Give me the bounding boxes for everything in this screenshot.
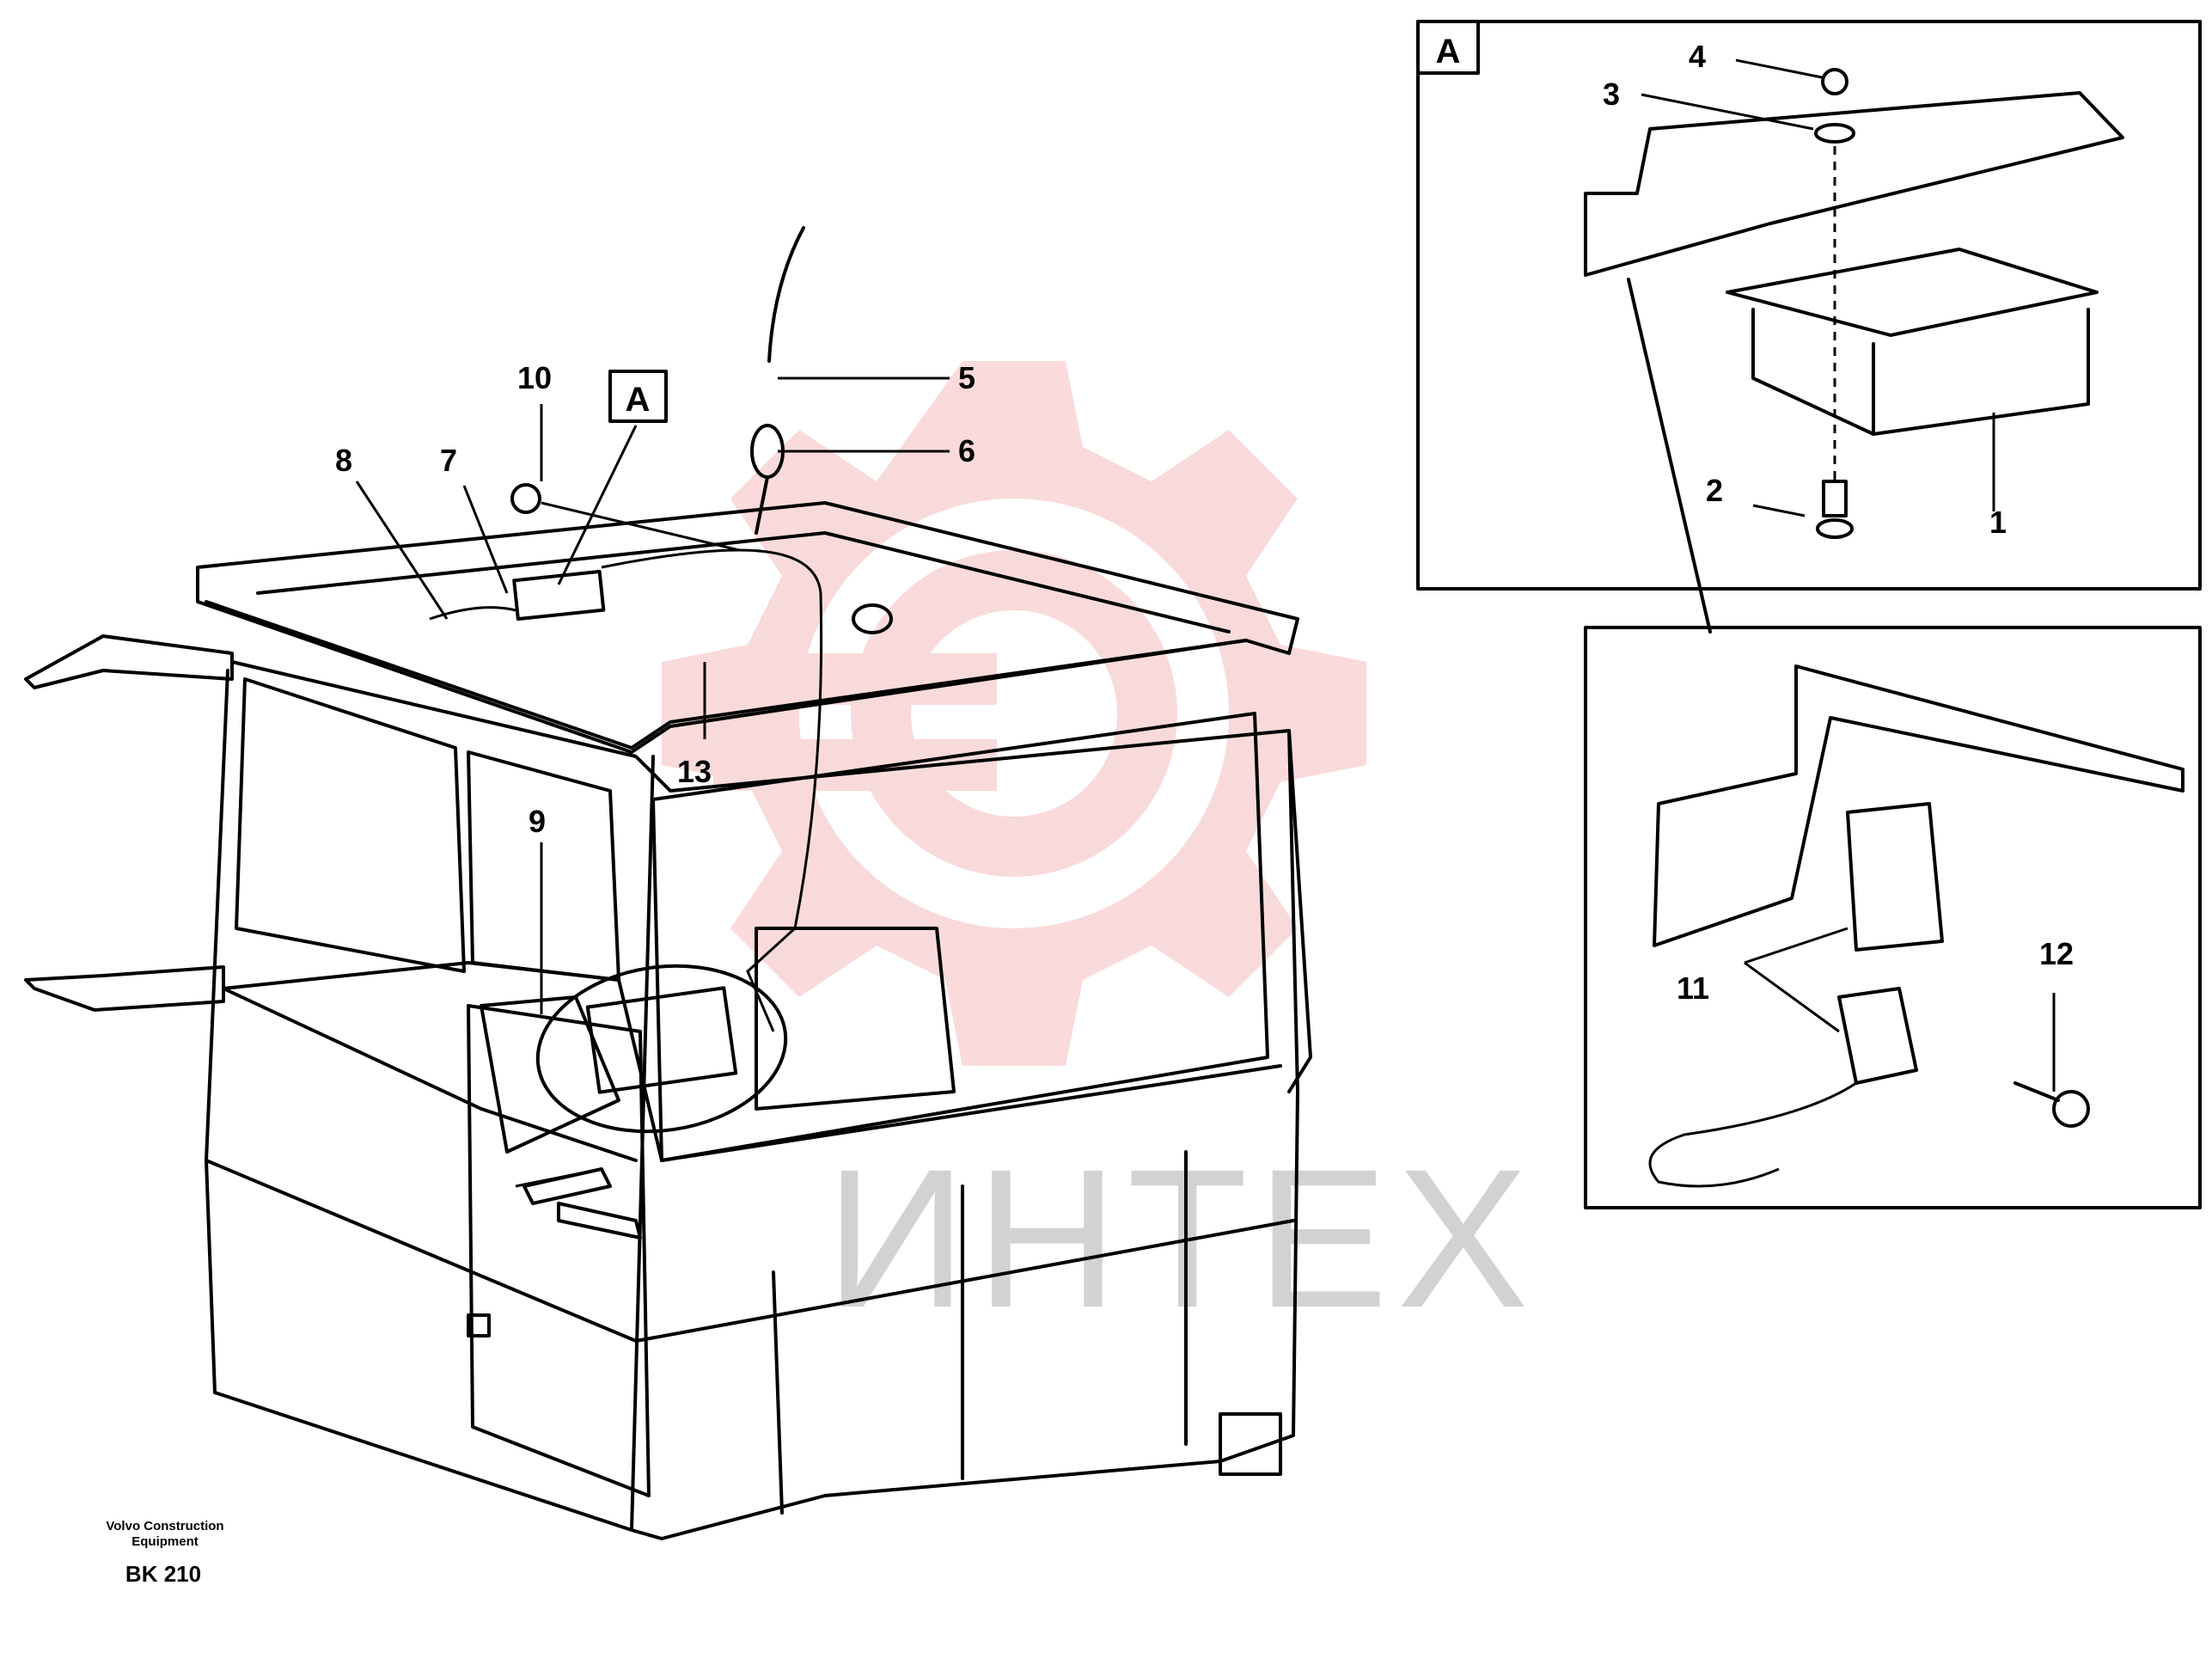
footer-company-line2: Equipment [131,1534,199,1549]
detail-label: A [1436,33,1461,70]
cab-drawing [24,226,1312,1540]
watermark-text: ИНТЕХ [825,1128,1537,1349]
callout-4: 4 [1689,39,1706,74]
detail-view-a: A [1416,20,2202,591]
callout-6: 6 [958,433,975,468]
callout-9: 9 [529,804,546,839]
callout-2: 2 [1706,473,1723,508]
callout-8: 8 [335,443,352,478]
detail-view-relay [1584,278,2202,1209]
callout-7: 7 [440,443,457,478]
leader-lines [355,58,2056,1092]
callout-10: 10 [517,360,552,395]
footer-company-line1: Volvo Construction [106,1519,223,1533]
callout-12: 12 [2039,936,2074,971]
callout-5: 5 [958,360,975,395]
callout-13: 13 [677,754,712,789]
footer-code: BK 210 [125,1561,201,1587]
callout-11: 11 [1677,970,1709,1006]
callout-1: 1 [1989,505,2007,540]
callout-3: 3 [1603,77,1620,112]
main-detail-label: A [626,381,651,419]
